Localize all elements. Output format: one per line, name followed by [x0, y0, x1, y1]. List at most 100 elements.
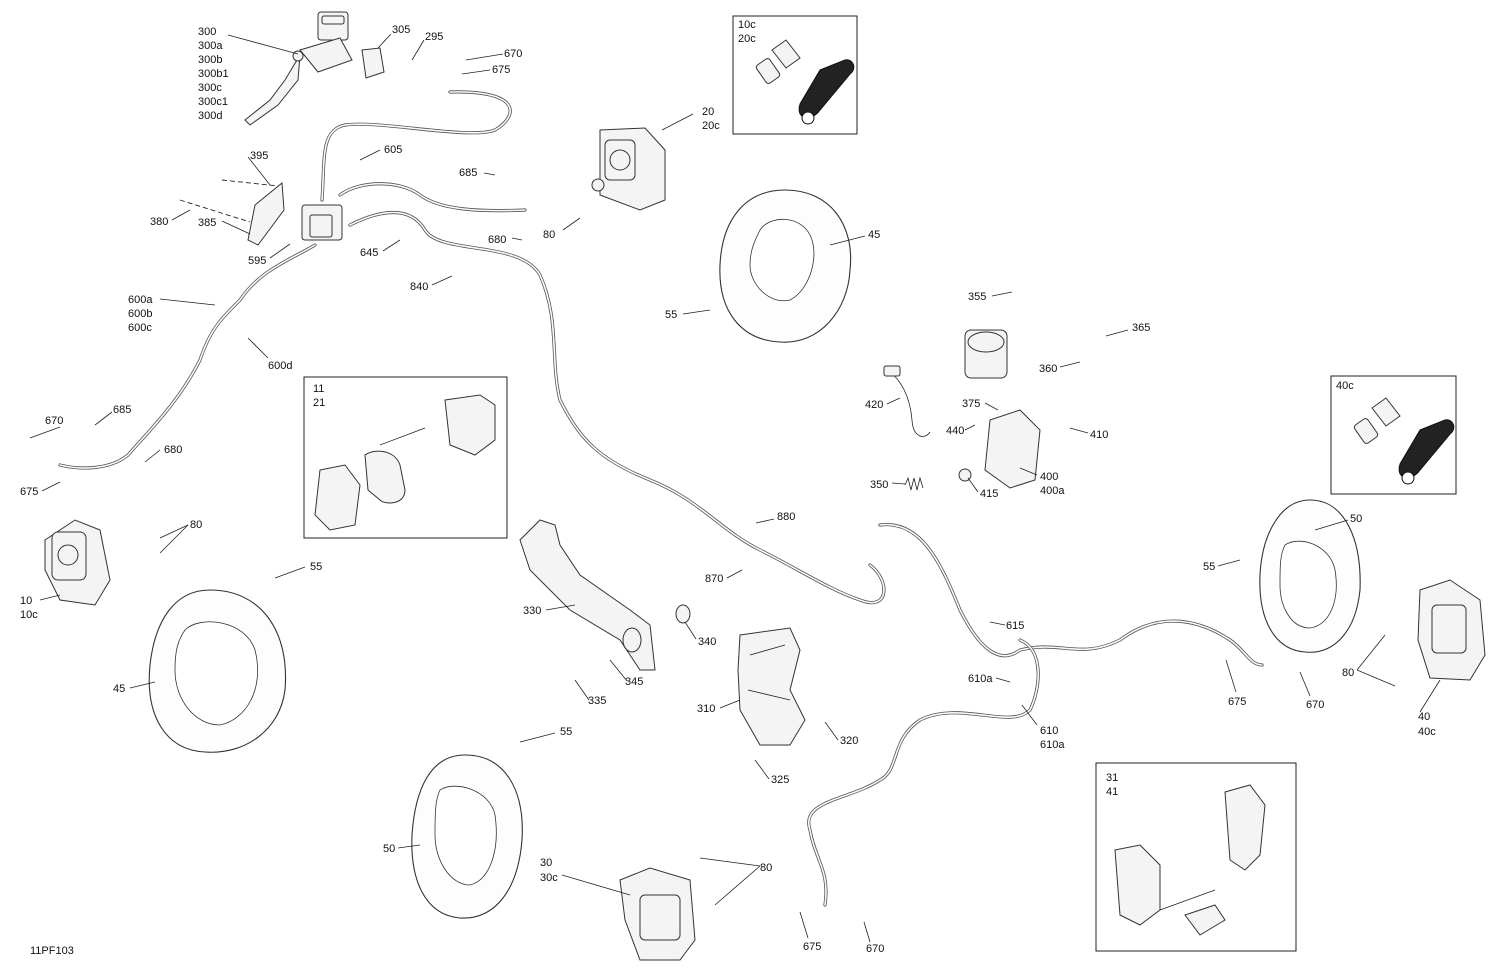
label-300b1: 300b1	[198, 68, 229, 80]
label-300d: 300d	[198, 110, 222, 122]
label-50-rear-right: 50	[1350, 513, 1362, 525]
label-300: 300	[198, 26, 216, 38]
label-395: 395	[250, 150, 268, 162]
label-295: 295	[425, 31, 443, 43]
label-80-rear-right: 80	[1342, 667, 1354, 679]
label-675-top: 675	[492, 64, 510, 76]
brake-hoses	[58, 90, 1264, 907]
label-670-rear-right: 670	[1306, 699, 1324, 711]
label-350: 350	[870, 479, 888, 491]
hose-rear-cross	[878, 523, 1264, 667]
label-21-box: 21	[313, 397, 325, 409]
label-680-left: 680	[164, 444, 182, 456]
label-410: 410	[1090, 429, 1108, 441]
label-41-box: 41	[1106, 786, 1118, 798]
label-335: 335	[588, 695, 606, 707]
label-55-rear-bottom: 55	[560, 726, 572, 738]
label-55-front-right: 55	[665, 309, 677, 321]
label-55-rear-right: 55	[1203, 561, 1215, 573]
bleeder-kit-box-rear	[1330, 375, 1457, 495]
label-10c: 10c	[20, 609, 38, 621]
label-325: 325	[771, 774, 789, 786]
label-320: 320	[840, 735, 858, 747]
leader-lines	[29, 33, 1441, 943]
label-40c-box: 40c	[1336, 380, 1354, 392]
label-840: 840	[410, 281, 428, 293]
label-300c1: 300c1	[198, 96, 228, 108]
label-680-top: 680	[488, 234, 506, 246]
label-310: 310	[697, 703, 715, 715]
label-675-rear-right: 675	[1228, 696, 1246, 708]
front-disc-right	[719, 189, 852, 343]
label-600d: 600d	[268, 360, 292, 372]
label-40: 40	[1418, 711, 1430, 723]
label-55-front-left: 55	[310, 561, 322, 573]
label-20c: 20c	[702, 120, 720, 132]
label-30: 30	[540, 857, 552, 869]
label-600c: 600c	[128, 322, 152, 334]
diagram-code: 11PF103	[30, 945, 74, 957]
label-355: 355	[968, 291, 986, 303]
label-300b: 300b	[198, 54, 222, 66]
label-610a: 610a	[1040, 739, 1065, 751]
rear-caliper-bottom	[619, 867, 696, 961]
label-80-front-right: 80	[543, 229, 555, 241]
label-80-rear-bottom: 80	[760, 862, 772, 874]
label-675-left: 675	[20, 486, 38, 498]
label-45-front-right: 45	[868, 229, 880, 241]
front-caliper-left	[44, 519, 111, 606]
label-40c: 40c	[1418, 726, 1436, 738]
label-400: 400	[1040, 471, 1058, 483]
label-870: 870	[705, 573, 723, 585]
label-670-left: 670	[45, 415, 63, 427]
footrest-bracket	[737, 627, 806, 746]
label-615: 615	[1006, 620, 1024, 632]
label-440: 440	[946, 425, 964, 437]
front-disc-left	[148, 589, 287, 753]
label-10c-box: 10c	[738, 19, 756, 31]
callout-labels: 300 300a 300b 300b1 300c 300c1 300d 305 …	[20, 19, 1436, 957]
hose-front-left	[58, 243, 317, 470]
label-20c-box: 20c	[738, 33, 756, 45]
label-380: 380	[150, 216, 168, 228]
hose-master-to-junction	[320, 90, 512, 202]
label-45-front-left: 45	[113, 683, 125, 695]
label-30c: 30c	[540, 872, 558, 884]
label-415: 415	[980, 488, 998, 500]
brake-light-switch	[883, 365, 931, 437]
label-300a: 300a	[198, 40, 223, 52]
label-375: 375	[962, 398, 980, 410]
label-50-rear-bottom: 50	[383, 843, 395, 855]
label-610a-upper: 610a	[968, 673, 993, 685]
brake-switch-bracket	[179, 179, 285, 246]
hose-junction-to-front-caliper-right	[338, 182, 527, 213]
label-685-top: 685	[459, 167, 477, 179]
label-330: 330	[523, 605, 541, 617]
brake-pad-kit-box-front	[303, 376, 508, 539]
front-caliper-right	[591, 127, 666, 211]
label-880: 880	[777, 511, 795, 523]
label-385: 385	[198, 217, 216, 229]
rear-disc-bottom	[411, 754, 523, 919]
label-305: 305	[392, 24, 410, 36]
label-610: 610	[1040, 725, 1058, 737]
spring	[904, 476, 924, 491]
label-400a: 400a	[1040, 485, 1065, 497]
label-11-box: 11	[313, 383, 324, 395]
label-685-left: 685	[113, 404, 131, 416]
front-master-cylinder	[244, 11, 385, 126]
label-345: 345	[625, 676, 643, 688]
brake-pedal	[519, 519, 691, 671]
brake-pad-kit-box-rear	[1095, 762, 1297, 952]
bleeder-kit-box-front	[732, 15, 858, 135]
label-605: 605	[384, 144, 402, 156]
hose-rear-down	[807, 638, 1040, 907]
label-600a: 600a	[128, 294, 153, 306]
label-31-box: 31	[1106, 772, 1118, 784]
rear-master-cylinder	[958, 329, 1041, 489]
label-600b: 600b	[128, 308, 152, 320]
label-645: 645	[360, 247, 378, 259]
label-675-bottom: 675	[803, 941, 821, 953]
rear-disc-right	[1259, 499, 1361, 653]
